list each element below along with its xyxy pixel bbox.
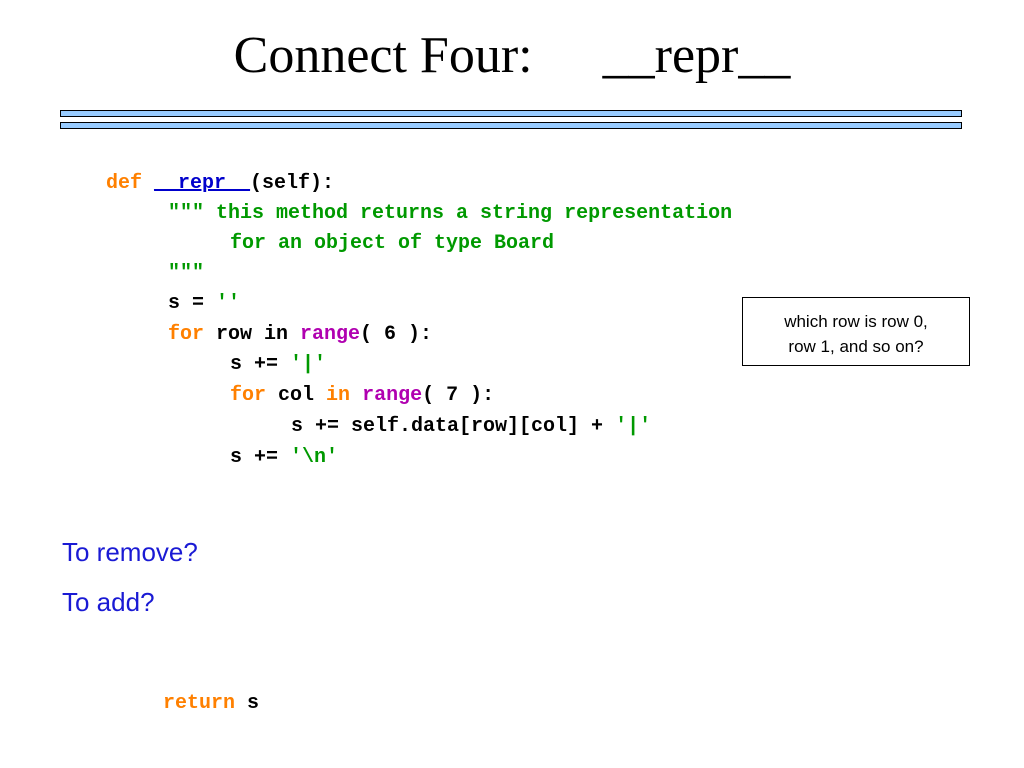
code-line-def: def __repr__(self): bbox=[106, 174, 334, 194]
annotation-line-2: row 1, and so on? bbox=[788, 337, 924, 356]
code-line-add-bar: s += '|' bbox=[230, 353, 327, 376]
code-line-init: s = '' bbox=[168, 292, 241, 315]
docstring-line-1: """ this method returns a string represe… bbox=[168, 202, 733, 225]
title-main: Connect Four: bbox=[233, 27, 533, 84]
annotation-box: which row is row 0, row 1, and so on? bbox=[742, 297, 970, 366]
builtin-range: range bbox=[300, 323, 361, 346]
code-block: def __repr__(self): """ this method retu… bbox=[0, 0, 732, 714]
keyword-def: def bbox=[106, 172, 143, 195]
keyword-return: return bbox=[163, 692, 236, 715]
builtin-range: range bbox=[362, 384, 423, 407]
code-line-add-cell: s += self.data[row][col] + '|' bbox=[291, 415, 652, 438]
slide-title: Connect Four: __repr__ bbox=[0, 30, 1024, 82]
title-rule-top bbox=[60, 110, 962, 117]
code-line-for-col: for col in range( 7 ): bbox=[230, 384, 495, 407]
code-line-add-newline: s += '\n' bbox=[230, 446, 339, 469]
annotation-line-1: which row is row 0, bbox=[784, 312, 928, 331]
title-method: __repr__ bbox=[602, 27, 791, 84]
title-rule-bottom bbox=[60, 122, 962, 129]
function-name: __repr__ bbox=[154, 172, 251, 195]
code-line-return: return s bbox=[163, 692, 260, 715]
code-line-for-row: for row in range( 6 ): bbox=[168, 323, 433, 346]
keyword-for: for bbox=[230, 384, 267, 407]
docstring-close: """ bbox=[168, 262, 205, 285]
string-literal: '' bbox=[216, 292, 241, 315]
function-args: (self): bbox=[250, 172, 335, 195]
string-literal: '|' bbox=[615, 415, 652, 438]
docstring-line-2: for an object of type Board bbox=[230, 232, 555, 255]
keyword-for: for bbox=[168, 323, 205, 346]
string-literal: '|' bbox=[290, 353, 327, 376]
string-literal: '\n' bbox=[290, 446, 339, 469]
question-remove: To remove? bbox=[62, 537, 198, 567]
question-add: To add? bbox=[62, 587, 155, 617]
keyword-in: in bbox=[326, 384, 351, 407]
